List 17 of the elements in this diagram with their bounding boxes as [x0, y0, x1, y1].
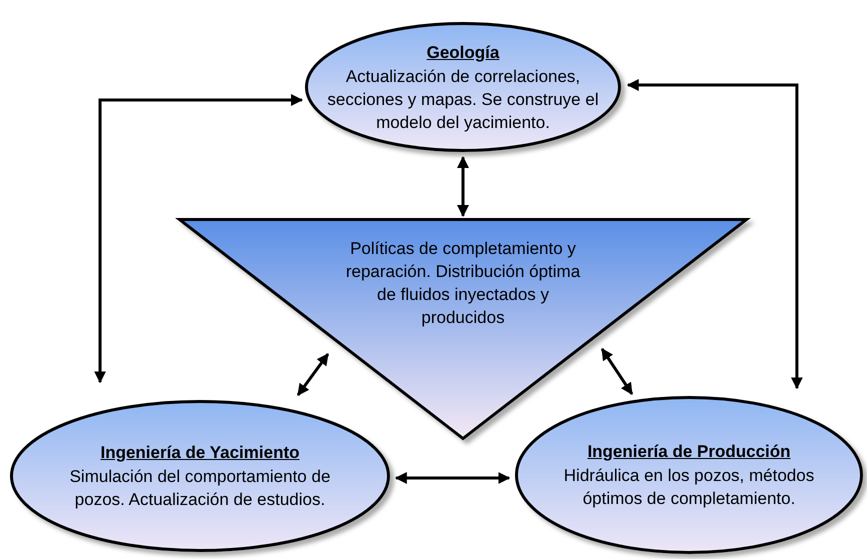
ellipse-node: [515, 396, 863, 554]
arrow: [457, 156, 469, 217]
ellipse-node: [305, 22, 621, 152]
node-heading: Geología: [426, 42, 500, 64]
arrow: [296, 353, 330, 396]
node-heading: Ingeniería de Yacimiento: [99, 442, 301, 464]
node-text: Actualización de correlaciones, secciones y mapas. Se construye el modelo del yacimiento.: [326, 66, 600, 134]
triangle-node: [178, 218, 748, 440]
arrow: [394, 472, 510, 484]
node-text: Políticas de completamiento y reparación. Distribución óptima de fluidos inyectados y producidos: [344, 238, 582, 329]
arrow: [600, 348, 634, 395]
ellipse-node: [10, 400, 390, 552]
node-heading: Ingeniería de Producción: [586, 441, 792, 463]
node-text: Hidráulica en los pozos, métodos óptimos de completamiento.: [562, 465, 816, 510]
arrow: [626, 79, 803, 390]
node-text: Simulación del comportamiento de pozos. Actualización de estudios.: [68, 466, 332, 511]
arrow: [94, 94, 304, 384]
